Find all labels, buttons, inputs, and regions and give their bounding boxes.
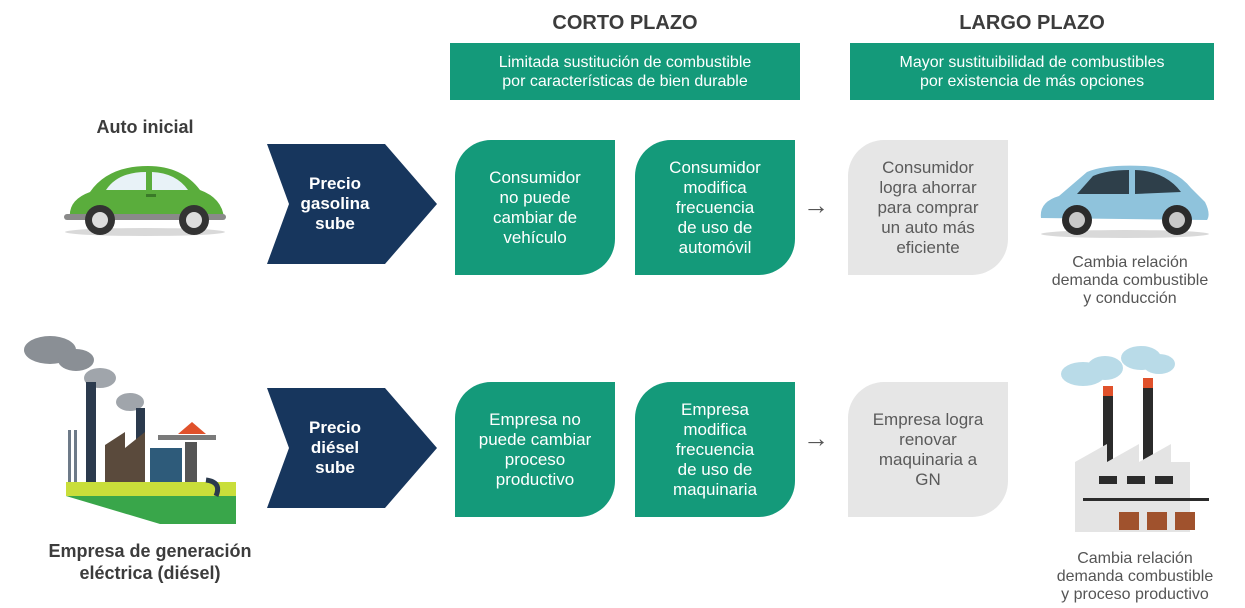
box-line: Consumidor <box>489 167 581 187</box>
box-line: cambiar de <box>492 207 578 227</box>
chevron-line: sube <box>315 214 355 233</box>
car-row-label: Auto inicial <box>60 116 230 138</box>
caption-line: y proceso productivo <box>1061 586 1209 603</box>
box-line: renovar <box>899 429 957 449</box>
plant-row-label: Empresa de generación eléctrica (diésel) <box>20 540 280 584</box>
short-term-header: CORTO PLAZO <box>552 12 698 34</box>
right-arrow-icon: → <box>803 190 829 220</box>
chevron-line: gasolina <box>300 194 370 213</box>
box-line: frecuencia <box>675 197 755 217</box>
caption-line: y conducción <box>1083 290 1177 307</box>
box-line: Empresa logra <box>872 409 984 429</box>
box-line: de uso de <box>677 459 753 479</box>
caption-line: Cambia relación <box>1072 254 1188 271</box>
box-line: modifica <box>683 177 747 197</box>
caption-line: demanda combustible <box>1051 272 1209 289</box>
box-line: proceso <box>504 449 566 469</box>
banner-line: Limitada sustitución de combustible <box>498 53 752 71</box>
banner-line: Mayor sustituibilidad de combustibles <box>899 53 1165 71</box>
chevron-line: sube <box>315 458 355 477</box>
box-line: maquinaria <box>672 479 758 499</box>
caption-line: demanda combustible <box>1056 568 1214 585</box>
plant-caption: Cambia relación demanda combustible y pr… <box>1040 550 1230 604</box>
label-line: eléctrica (diésel) <box>79 563 221 583</box>
box-line: GN <box>915 469 941 489</box>
box-line: logra ahorrar <box>879 177 977 197</box>
box-line: maquinaria a <box>878 449 978 469</box>
banner-line: por características de bien durable <box>502 72 748 90</box>
long-term-header: LARGO PLAZO <box>959 12 1105 34</box>
chevron-shape <box>267 144 437 264</box>
plant-short-term-box-1: Empresa no puede cambiar proceso product… <box>455 382 615 517</box>
caption-line: Cambia relación <box>1077 550 1193 567</box>
box-line: Consumidor <box>882 157 974 177</box>
box-line: productivo <box>495 469 575 489</box>
chevron-line: Precio <box>309 418 361 437</box>
box-line: Empresa <box>680 399 750 419</box>
box-line: para comprar <box>877 197 979 217</box>
label-line: Auto inicial <box>96 117 194 137</box>
gasoline-price-chevron: Precio gasolina sube <box>267 144 437 264</box>
box-line: no puede <box>499 187 571 207</box>
beetle-car-icon <box>64 166 226 236</box>
diesel-price-chevron: Precio diésel sube <box>267 388 437 508</box>
car-long-term-box: Consumidor logra ahorrar para comprar un… <box>848 140 1008 275</box>
diesel-power-plant-icon <box>24 336 236 524</box>
banner-line: por existencia de más opciones <box>919 72 1145 90</box>
box-line: un auto más <box>881 217 975 237</box>
box-line: vehículo <box>503 227 567 247</box>
chevron-shape <box>267 388 437 508</box>
box-line: automóvil <box>678 237 752 257</box>
box-line: Empresa no <box>489 409 581 429</box>
plant-long-term-box: Empresa logra renovar maquinaria a GN <box>848 382 1008 517</box>
label-line: Empresa de generación <box>48 541 252 561</box>
box-line: eficiente <box>896 237 960 257</box>
car-short-term-box-2: Consumidor modifica frecuencia de uso de… <box>635 140 795 275</box>
right-arrow-icon: → <box>803 423 829 453</box>
chevron-line: diésel <box>310 438 360 457</box>
gas-factory-icon <box>1061 346 1209 532</box>
box-line: puede cambiar <box>478 429 592 449</box>
car-short-term-box-1: Consumidor no puede cambiar de vehículo <box>455 140 615 275</box>
box-line: modifica <box>683 419 747 439</box>
box-line: Consumidor <box>669 157 761 177</box>
box-line: frecuencia <box>675 439 755 459</box>
plant-short-term-box-2: Empresa modifica frecuencia de uso de ma… <box>635 382 795 517</box>
car-caption: Cambia relación demanda combustible y co… <box>1040 254 1220 308</box>
long-term-banner: Mayor sustituibilidad de combustibles po… <box>850 43 1214 100</box>
efficient-car-icon <box>1040 165 1209 238</box>
chevron-line: Precio <box>309 174 361 193</box>
short-term-banner: Limitada sustitución de combustible por … <box>450 43 800 100</box>
box-line: de uso de <box>677 217 753 237</box>
